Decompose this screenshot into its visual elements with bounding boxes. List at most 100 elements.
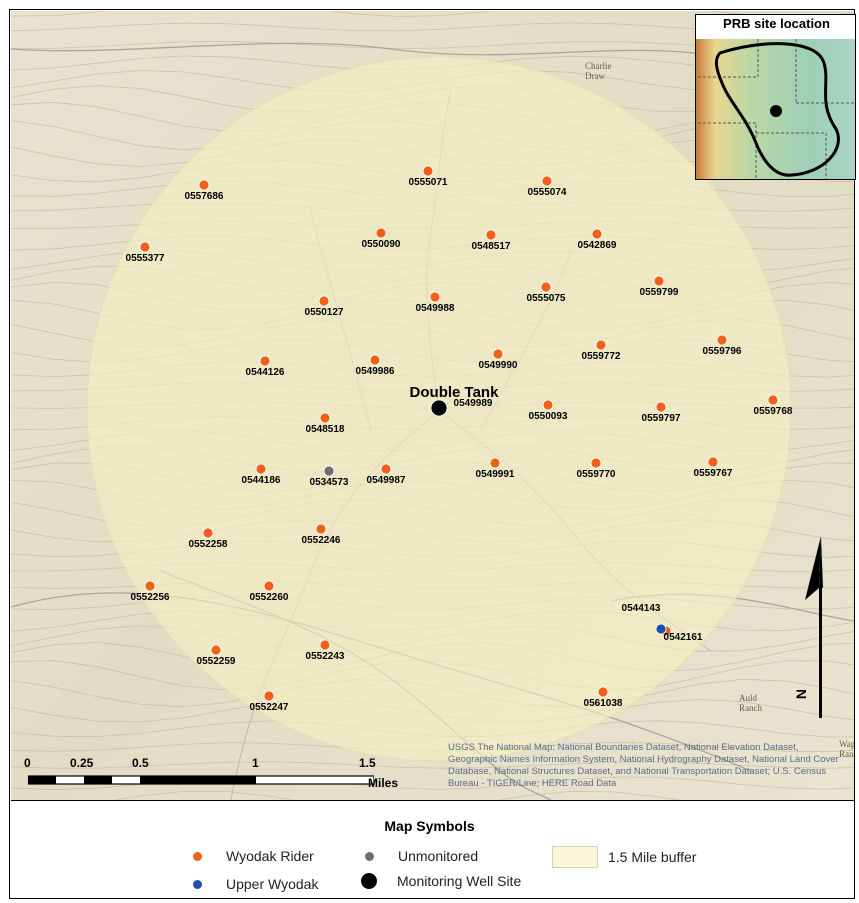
well-label-0559770: 0559770 bbox=[577, 469, 616, 480]
place-label: Charlie bbox=[585, 61, 612, 71]
well-label-0549986: 0549986 bbox=[356, 366, 395, 377]
legend-label: Upper Wyodak bbox=[226, 876, 319, 892]
well-label-0549987: 0549987 bbox=[367, 475, 406, 486]
well-point-0549990[interactable] bbox=[492, 348, 504, 360]
well-label-0549989: 0549989 bbox=[454, 398, 493, 409]
legend-label: Wyodak Rider bbox=[226, 848, 314, 864]
legend-item-upper-wyodak: Upper Wyodak bbox=[193, 876, 318, 892]
well-label-0542869: 0542869 bbox=[578, 240, 617, 251]
well-point-0559797[interactable] bbox=[655, 401, 667, 413]
well-point-0552256[interactable] bbox=[144, 580, 156, 592]
well-point-0557686[interactable] bbox=[198, 179, 210, 191]
well-point-0544143[interactable] bbox=[655, 623, 667, 635]
legend-label: Monitoring Well Site bbox=[397, 873, 522, 889]
legend-item-wyodak-rider: Wyodak Rider bbox=[193, 848, 314, 864]
well-point-0555074[interactable] bbox=[541, 175, 553, 187]
well-label-0561038: 0561038 bbox=[584, 698, 623, 709]
legend-label: Unmonitored bbox=[398, 848, 479, 864]
well-label-0550090: 0550090 bbox=[362, 239, 401, 250]
well-point-0559768[interactable] bbox=[767, 394, 779, 406]
scale-tick: 0.25 bbox=[70, 756, 94, 770]
place-label: Auld bbox=[739, 693, 758, 703]
well-point-0559796[interactable] bbox=[716, 334, 728, 346]
well-label-0552256: 0552256 bbox=[131, 592, 170, 603]
scale-tick: 1.5 bbox=[359, 756, 376, 770]
inset-map: PRB site location bbox=[695, 14, 856, 180]
well-label-0550127: 0550127 bbox=[305, 307, 344, 318]
well-label-0548517: 0548517 bbox=[472, 241, 511, 252]
well-point-0552247[interactable] bbox=[263, 690, 275, 702]
upper-wyodak-symbol-icon bbox=[193, 879, 202, 889]
well-point-0548518[interactable] bbox=[319, 412, 331, 424]
north-arrow-icon bbox=[805, 536, 823, 718]
well-point-0552258[interactable] bbox=[202, 527, 214, 539]
well-label-0557686: 0557686 bbox=[185, 191, 224, 202]
well-label-0559768: 0559768 bbox=[754, 406, 793, 417]
well-point-0552243[interactable] bbox=[319, 639, 331, 651]
well-point-0555071[interactable] bbox=[422, 165, 434, 177]
well-label-0552258: 0552258 bbox=[189, 539, 228, 550]
well-point-0559770[interactable] bbox=[590, 457, 602, 469]
well-point-0555075[interactable] bbox=[540, 281, 552, 293]
well-label-0559799: 0559799 bbox=[640, 287, 679, 298]
well-label-0552243: 0552243 bbox=[306, 651, 345, 662]
well-point-0548517[interactable] bbox=[485, 229, 497, 241]
well-point-0550090[interactable] bbox=[375, 227, 387, 239]
monitoring-site-symbol-icon bbox=[361, 873, 377, 889]
well-label-0549991: 0549991 bbox=[476, 469, 515, 480]
well-point-0549988[interactable] bbox=[429, 291, 441, 303]
well-point-0549991[interactable] bbox=[489, 457, 501, 469]
well-point-0552260[interactable] bbox=[263, 580, 275, 592]
legend-item-buffer: 1.5 Mile buffer bbox=[552, 846, 696, 868]
north-label: N bbox=[793, 688, 810, 700]
well-label-0549990: 0549990 bbox=[479, 360, 518, 371]
well-point-0550093[interactable] bbox=[542, 399, 554, 411]
well-point-0534573[interactable] bbox=[323, 465, 335, 477]
well-point-0552246[interactable] bbox=[315, 523, 327, 535]
well-point-0552259[interactable] bbox=[210, 644, 222, 656]
well-label-0559796: 0559796 bbox=[703, 346, 742, 357]
scale-bar-graphic bbox=[28, 775, 374, 785]
well-label-0534573: 0534573 bbox=[310, 477, 349, 488]
well-point-0559772[interactable] bbox=[595, 339, 607, 351]
well-point-0544126[interactable] bbox=[259, 355, 271, 367]
map-canvas: CharlieDrawAuldRanchWagRanc 055507105550… bbox=[11, 11, 854, 800]
well-point-0561038[interactable] bbox=[597, 686, 609, 698]
place-label: Ranc bbox=[839, 749, 854, 759]
well-label-0559797: 0559797 bbox=[642, 413, 681, 424]
scale-bar: 0 0.25 0.5 1 1.5 Miles bbox=[24, 756, 424, 796]
place-labels: CharlieDrawAuldRanchWagRanc bbox=[585, 61, 854, 759]
legend-item-monitoring-site: Monitoring Well Site bbox=[361, 873, 521, 889]
well-label-0544126: 0544126 bbox=[246, 367, 285, 378]
well-label-0548518: 0548518 bbox=[306, 424, 345, 435]
well-label-0552259: 0552259 bbox=[197, 656, 236, 667]
well-label-0542161: 0542161 bbox=[664, 632, 703, 643]
north-arrow: N bbox=[793, 536, 827, 718]
well-point-0544186[interactable] bbox=[255, 463, 267, 475]
well-label-0544143: 0544143 bbox=[622, 603, 661, 614]
well-point-0550127[interactable] bbox=[318, 295, 330, 307]
place-label: Ranch bbox=[739, 703, 762, 713]
scale-unit: Miles bbox=[368, 776, 399, 790]
well-label-0552247: 0552247 bbox=[250, 702, 289, 713]
legend-label: 1.5 Mile buffer bbox=[608, 849, 697, 865]
map-panel[interactable]: CharlieDrawAuldRanchWagRanc 055507105550… bbox=[11, 11, 854, 801]
scale-tick: 1 bbox=[252, 756, 259, 770]
well-point-0559767[interactable] bbox=[707, 456, 719, 468]
well-point-0542869[interactable] bbox=[591, 228, 603, 240]
well-label-0559767: 0559767 bbox=[694, 468, 733, 479]
wyodak-rider-symbol-icon bbox=[193, 851, 202, 861]
well-label-0549988: 0549988 bbox=[416, 303, 455, 314]
well-point-0549989[interactable] bbox=[430, 399, 448, 417]
well-label-0555377: 0555377 bbox=[126, 253, 165, 264]
legend-item-unmonitored: Unmonitored bbox=[365, 848, 478, 864]
well-point-0555377[interactable] bbox=[139, 241, 151, 253]
map-attribution: USGS The National Map: National Boundari… bbox=[448, 742, 839, 789]
well-point-0559799[interactable] bbox=[653, 275, 665, 287]
site-location-dot bbox=[770, 105, 782, 117]
well-point-0549987[interactable] bbox=[380, 463, 392, 475]
well-point-0549986[interactable] bbox=[369, 354, 381, 366]
place-label: Draw bbox=[585, 71, 605, 81]
place-label: Wag bbox=[839, 739, 854, 749]
